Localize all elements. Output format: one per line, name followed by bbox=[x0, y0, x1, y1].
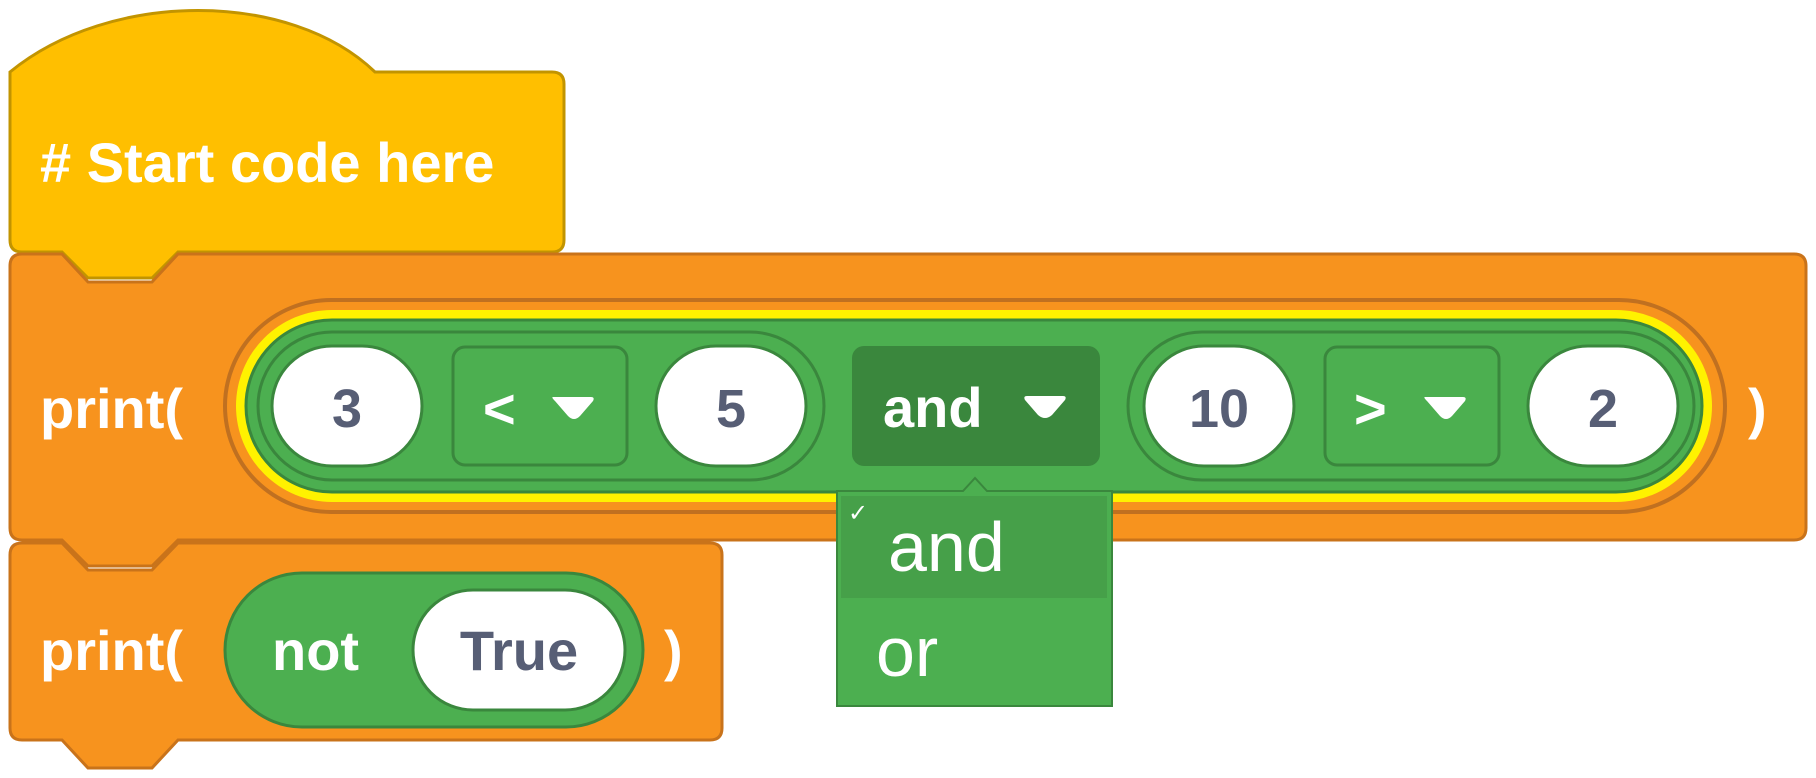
print-block-1[interactable]: print( ) 3 < 5 bbox=[8, 252, 1808, 568]
value-text-10: 10 bbox=[1189, 379, 1249, 439]
print-close-paren-1: ) bbox=[1748, 377, 1767, 440]
dropdown-menu: ✓ and or bbox=[836, 476, 1113, 707]
value-input-true[interactable]: True bbox=[411, 588, 627, 712]
menu-item-or-label: or bbox=[876, 613, 938, 691]
value-input-3[interactable]: 3 bbox=[270, 344, 424, 468]
compare-block-left[interactable]: 3 < 5 bbox=[256, 330, 826, 482]
chevron-down-icon bbox=[1024, 396, 1066, 418]
value-text-true: True bbox=[460, 619, 578, 682]
print-close-paren-2: ) bbox=[664, 619, 683, 682]
print-block-2[interactable]: print( ) not True bbox=[8, 541, 724, 770]
logic-and-block[interactable]: 3 < 5 and bbox=[223, 298, 1727, 514]
hat-block-label: # Start code here bbox=[40, 131, 494, 194]
print-label-2: print( bbox=[40, 619, 183, 682]
compare-block-right[interactable]: 10 > 2 bbox=[1126, 330, 1696, 482]
hat-block[interactable]: # Start code here bbox=[8, 9, 566, 280]
not-label: not bbox=[272, 619, 359, 682]
menu-item-and-label: and bbox=[888, 508, 1005, 586]
logic-operator-dropdown[interactable]: and bbox=[852, 346, 1100, 466]
operator-label-less-than: < bbox=[483, 377, 516, 440]
value-input-10[interactable]: 10 bbox=[1142, 344, 1296, 468]
print-label-1: print( bbox=[40, 377, 183, 440]
value-input-5[interactable]: 5 bbox=[654, 344, 808, 468]
value-text-3: 3 bbox=[332, 379, 362, 439]
menu-item-or[interactable]: or bbox=[841, 602, 1107, 702]
value-text-2: 2 bbox=[1588, 379, 1618, 439]
logic-operator-label: and bbox=[883, 376, 983, 439]
value-text-5: 5 bbox=[716, 379, 746, 439]
value-input-2[interactable]: 2 bbox=[1526, 344, 1680, 468]
menu-item-and[interactable]: ✓ and bbox=[841, 496, 1107, 598]
operator-dropdown-greater-than[interactable]: > bbox=[1323, 345, 1501, 467]
logic-not-block[interactable]: not True bbox=[223, 571, 645, 729]
check-icon: ✓ bbox=[848, 500, 868, 527]
operator-dropdown-less-than[interactable]: < bbox=[451, 345, 629, 467]
operator-label-greater-than: > bbox=[1354, 377, 1387, 440]
chevron-down-icon bbox=[1424, 397, 1466, 419]
chevron-down-icon bbox=[552, 397, 594, 419]
